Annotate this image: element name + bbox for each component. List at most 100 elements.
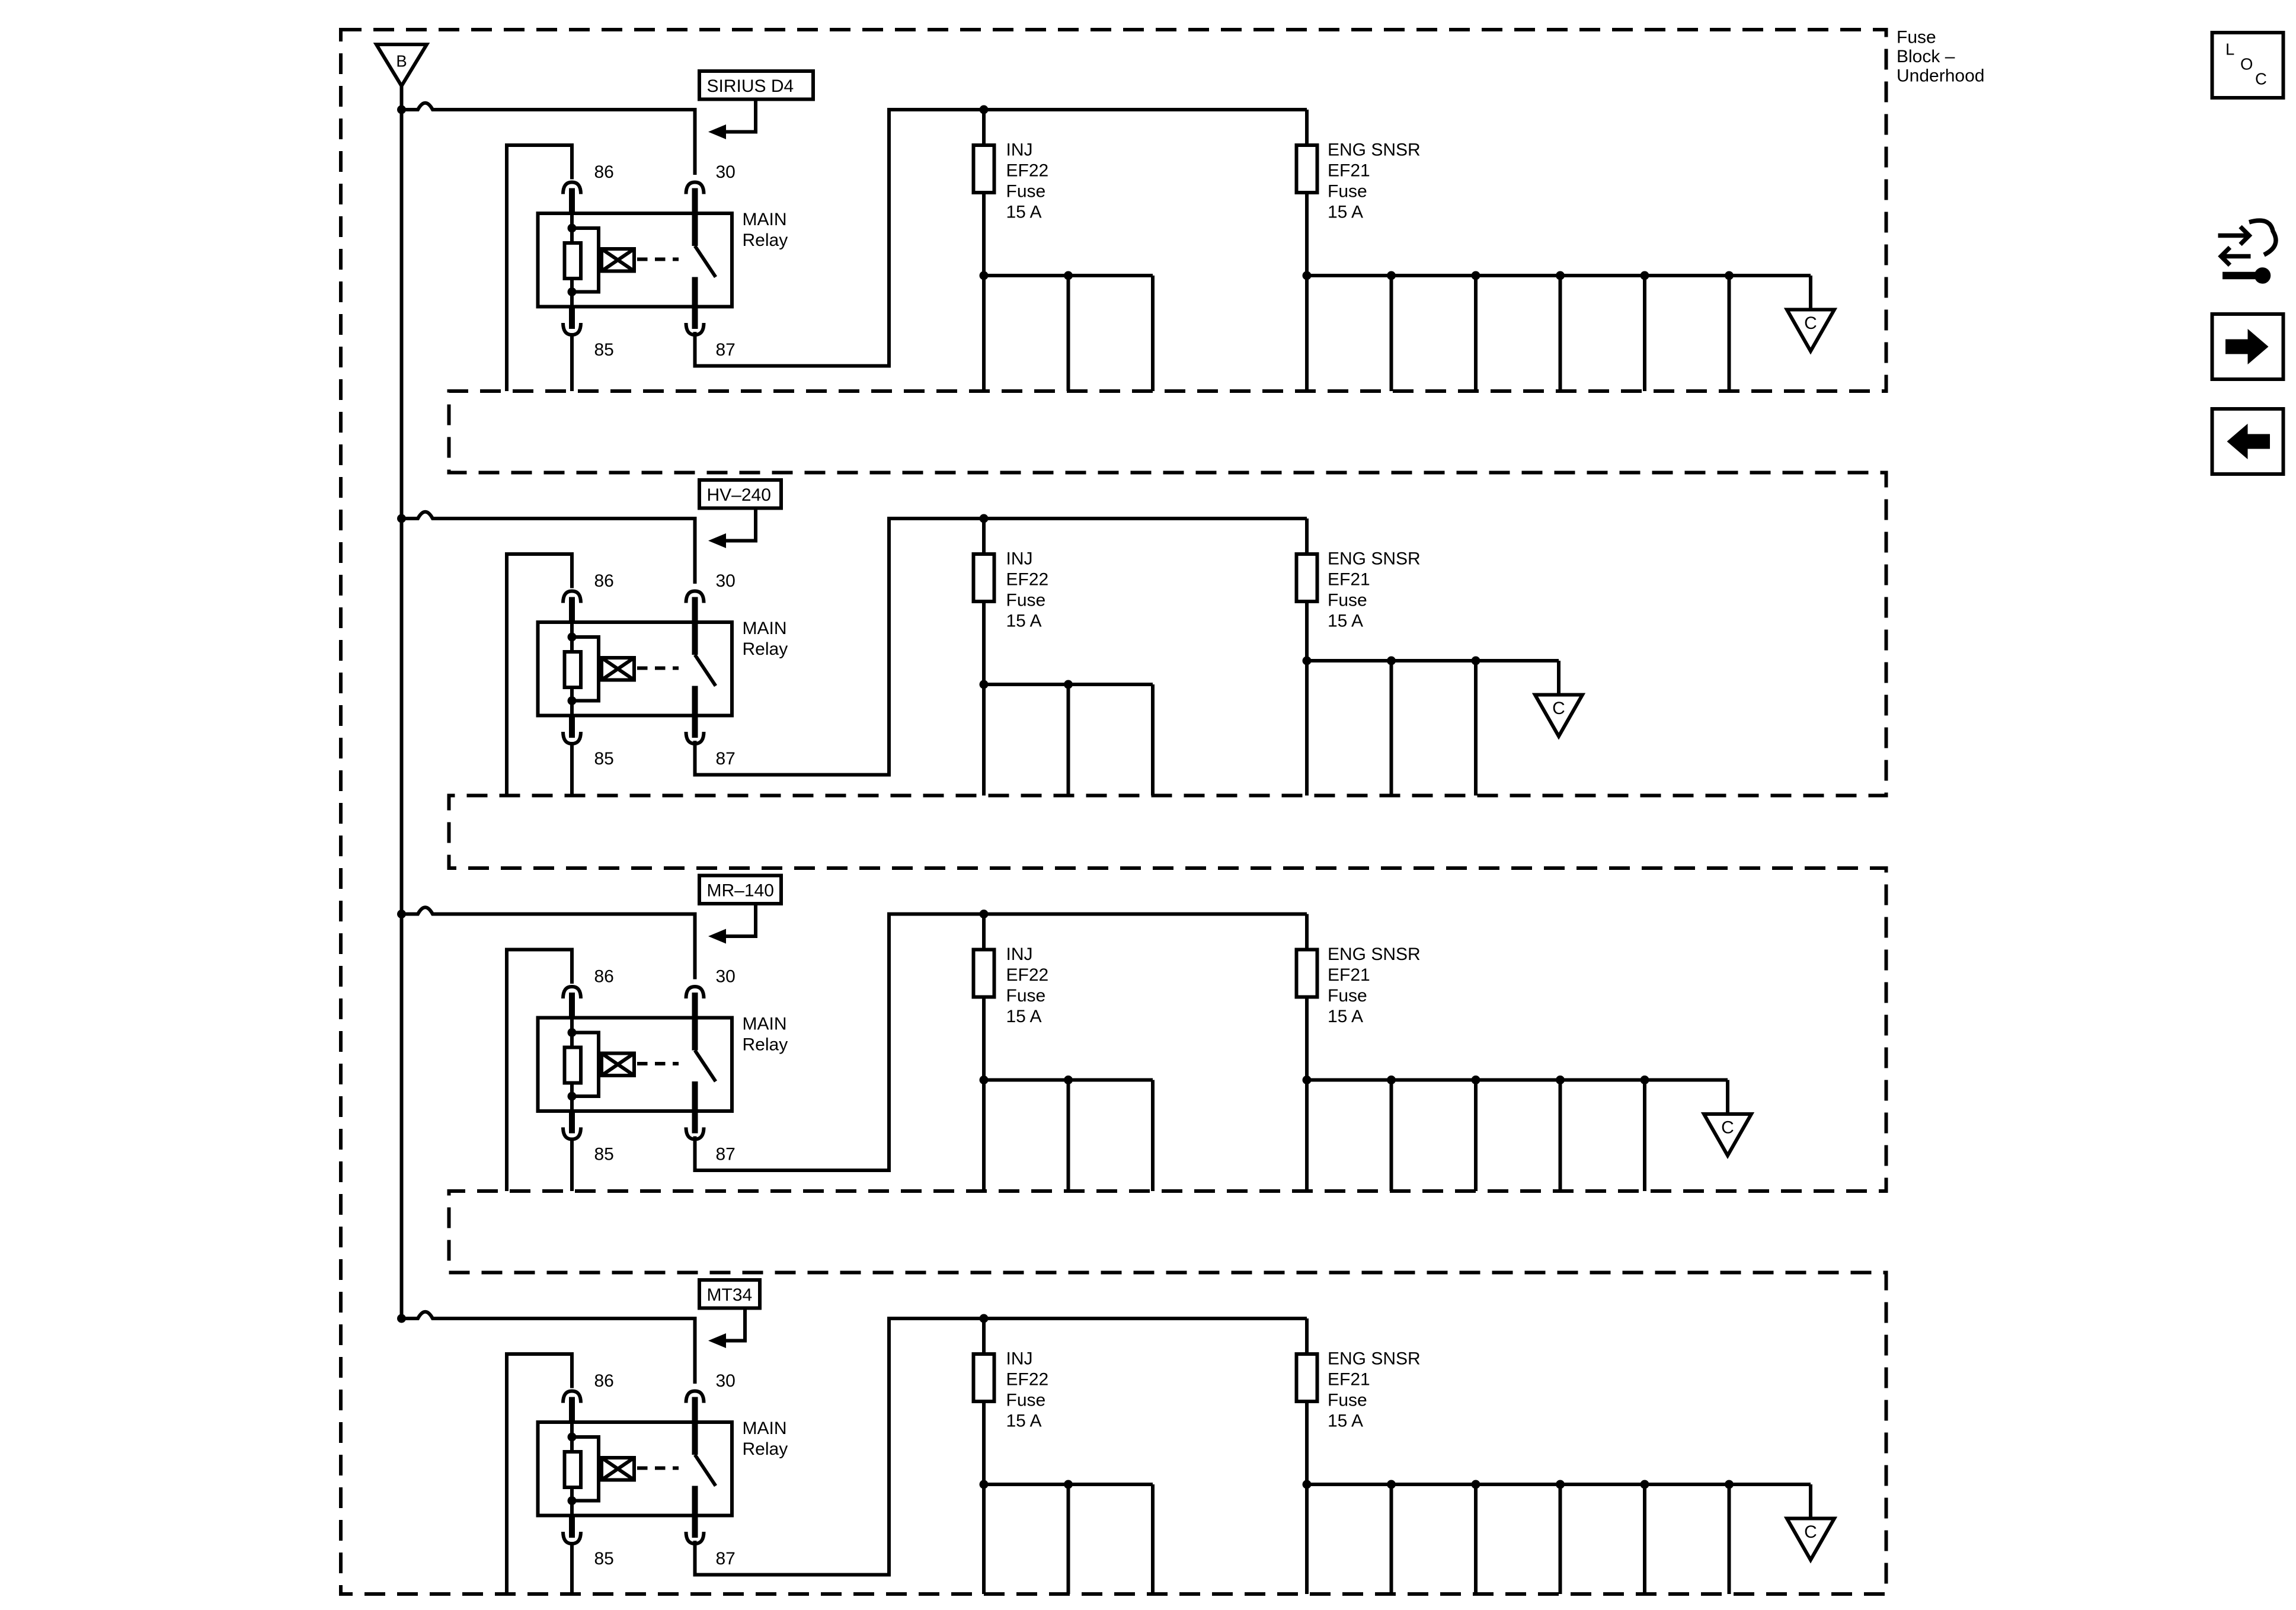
relay-name-main: MAIN bbox=[743, 210, 787, 229]
inj-fuse-label-3: 15 A bbox=[1006, 1007, 1042, 1026]
inj-fuse-label-1: EF22 bbox=[1006, 1370, 1049, 1390]
inj-fuse-label-2: Fuse bbox=[1006, 1391, 1046, 1410]
reference-tag-label: MT34 bbox=[707, 1285, 753, 1305]
relay-name-main: MAIN bbox=[743, 1014, 787, 1034]
coil-cross bbox=[600, 656, 635, 681]
reference-arrow-line bbox=[714, 1308, 747, 1343]
connector-cup-86 bbox=[561, 180, 583, 194]
loc-label-c: C bbox=[2255, 69, 2267, 88]
inj-fuse-label-0: INJ bbox=[1006, 1349, 1033, 1369]
eng-fuse-label-0: ENG SNSR bbox=[1328, 549, 1421, 569]
relay-pin-30: 30 bbox=[716, 162, 736, 182]
inj-fuse-label-2: Fuse bbox=[1006, 591, 1046, 610]
relay-coil-loop bbox=[572, 1435, 601, 1503]
ground-label: C bbox=[1721, 1118, 1734, 1138]
relay-name-main: MAIN bbox=[743, 619, 787, 638]
coil-cross bbox=[600, 1052, 635, 1077]
next-page-button[interactable] bbox=[2210, 312, 2285, 381]
main-relay-box bbox=[536, 211, 734, 309]
eng-fuse-symbol bbox=[1294, 1352, 1319, 1403]
fuse-block-label-line3: Underhood bbox=[1897, 66, 1984, 86]
relay-feed-wire bbox=[401, 101, 697, 175]
relay-name-relay: Relay bbox=[743, 1439, 788, 1459]
inj-fuse-label-0: INJ bbox=[1006, 945, 1033, 964]
eng-fuse-label-1: EF21 bbox=[1328, 570, 1370, 590]
previous-arrow-icon bbox=[2227, 423, 2270, 459]
eng-fuse-label-1: EF21 bbox=[1328, 161, 1370, 180]
relay-coil-loop bbox=[572, 226, 601, 294]
fuse-block-outline bbox=[339, 27, 1888, 1596]
previous-page-button[interactable] bbox=[2210, 406, 2285, 476]
connector-cup-30 bbox=[684, 589, 706, 603]
eng-fuse-label-1: EF21 bbox=[1328, 1370, 1370, 1390]
main-relay-box bbox=[536, 1016, 734, 1113]
inj-fuse-symbol bbox=[971, 143, 996, 194]
coil-cross bbox=[600, 1456, 635, 1481]
relay-name-main: MAIN bbox=[743, 1419, 787, 1438]
reference-tag bbox=[698, 873, 784, 905]
connector-tool-icon bbox=[2218, 218, 2278, 284]
relay-switch-contact bbox=[693, 1454, 717, 1487]
eng-fuse-symbol bbox=[1294, 552, 1319, 603]
relay-feed-wire bbox=[401, 1310, 697, 1384]
ground-symbol bbox=[1700, 1112, 1755, 1160]
pin86-wire bbox=[505, 552, 574, 796]
eng-fuse-label-0: ENG SNSR bbox=[1328, 140, 1421, 159]
relay-pin-86: 86 bbox=[594, 571, 614, 591]
relay-resistor bbox=[562, 1045, 583, 1085]
eng-fuse-symbol bbox=[1294, 948, 1319, 999]
relay-pin-87: 87 bbox=[716, 1549, 736, 1569]
relay-name-relay: Relay bbox=[743, 231, 788, 250]
inj-fuse-label-3: 15 A bbox=[1006, 1411, 1042, 1431]
loc-icon bbox=[2210, 30, 2285, 100]
ground-symbol bbox=[1531, 693, 1586, 740]
reference-arrow-line bbox=[714, 99, 758, 134]
reference-arrow-line bbox=[714, 903, 758, 938]
reference-arrow-line bbox=[714, 508, 758, 543]
relay-pin-86: 86 bbox=[594, 1371, 614, 1391]
eng-fuse-label-2: Fuse bbox=[1328, 986, 1367, 1006]
reference-tag-label: SIRIUS D4 bbox=[707, 76, 794, 96]
inj-fuse-label-1: EF22 bbox=[1006, 161, 1049, 180]
loc-button[interactable]: L O C bbox=[2210, 30, 2285, 100]
relay-switch-contact bbox=[693, 654, 717, 687]
coil-cross bbox=[600, 247, 635, 273]
ground-label: C bbox=[1804, 313, 1817, 333]
reference-tag bbox=[698, 69, 816, 101]
ground-symbol bbox=[1783, 1516, 1838, 1564]
relay-switch-contact bbox=[693, 1049, 717, 1083]
connector-cup-86 bbox=[561, 1389, 583, 1403]
inj-fuse-label-3: 15 A bbox=[1006, 203, 1042, 222]
pin87-output-wire bbox=[693, 516, 1307, 777]
relay-coil-loop bbox=[572, 1030, 601, 1098]
connector-cup-30 bbox=[684, 1389, 706, 1403]
inj-fuse-label-3: 15 A bbox=[1006, 612, 1042, 631]
inj-fuse-symbol bbox=[971, 552, 996, 603]
relay-pin-85: 85 bbox=[594, 1549, 614, 1569]
eng-fuse-label-3: 15 A bbox=[1328, 1411, 1363, 1431]
relay-switch-contact bbox=[693, 245, 717, 279]
pin87-output-wire bbox=[693, 912, 1307, 1172]
inj-fuse-label-2: Fuse bbox=[1006, 181, 1046, 201]
relay-coil-loop bbox=[572, 635, 601, 703]
relay-name-relay: Relay bbox=[743, 639, 788, 659]
relay-resistor bbox=[562, 241, 583, 280]
reference-tag-label: HV–240 bbox=[707, 485, 771, 505]
reference-tag bbox=[698, 478, 784, 510]
pin86-wire bbox=[505, 1352, 574, 1594]
relay-pin-87: 87 bbox=[716, 749, 736, 769]
inj-fuse-label-2: Fuse bbox=[1006, 986, 1046, 1006]
reference-tag-label: MR–140 bbox=[707, 881, 774, 901]
fuse-block-label-line1: Fuse bbox=[1897, 28, 1936, 47]
bus-connector-symbol bbox=[373, 42, 430, 89]
ground-label: C bbox=[1552, 699, 1565, 718]
relay-pin-87: 87 bbox=[716, 1145, 736, 1164]
connector-tool-button[interactable] bbox=[2218, 218, 2278, 284]
main-relay-box bbox=[536, 620, 734, 718]
reference-tag bbox=[698, 1278, 762, 1310]
ground-symbol bbox=[1783, 308, 1838, 355]
main-relay-box bbox=[536, 1420, 734, 1518]
loc-label-o: O bbox=[2240, 55, 2253, 73]
fuse-block-label-line2: Block – bbox=[1897, 47, 1955, 66]
ground-label: C bbox=[1804, 1522, 1817, 1542]
